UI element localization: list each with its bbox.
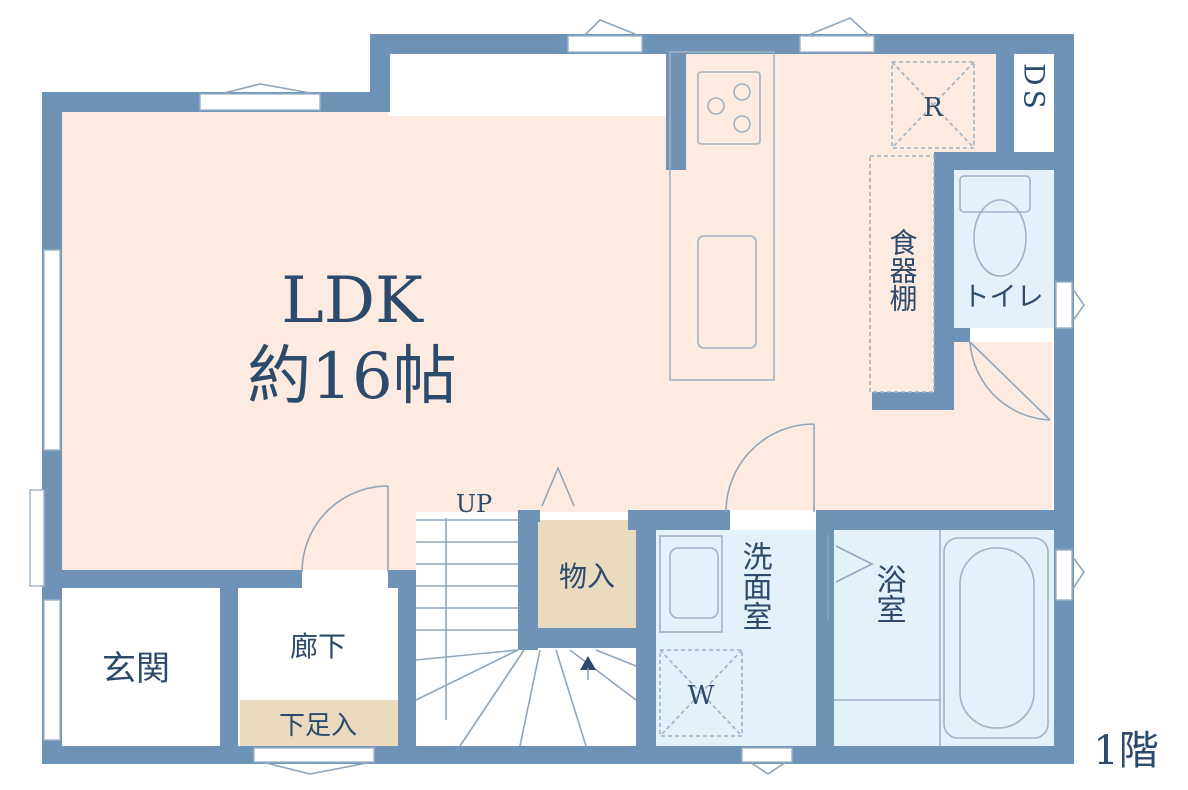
washroom-fixtures — [659, 535, 743, 737]
stairs-up-label: UP — [456, 490, 492, 518]
floor-label: 1階 — [1093, 728, 1158, 774]
stair-winder — [555, 649, 587, 747]
bathtub — [943, 537, 1049, 739]
window — [741, 747, 793, 763]
window — [43, 249, 61, 451]
wall — [518, 510, 540, 522]
stair-tread — [415, 649, 519, 661]
stair-winder — [415, 649, 519, 701]
bathroom-floor — [834, 530, 1056, 746]
doors — [301, 328, 1054, 620]
shoe-storage-floor — [240, 700, 398, 746]
window — [199, 93, 321, 111]
up-arrow-triangle — [541, 465, 575, 507]
window — [567, 35, 643, 53]
wall — [518, 510, 538, 650]
window — [799, 35, 875, 53]
wall — [816, 510, 1056, 530]
burner — [707, 97, 725, 115]
bathtub-inner — [959, 547, 1035, 729]
washroom-floor — [656, 530, 816, 746]
window — [43, 599, 61, 741]
labels: LDK 約16帖 玄関 廊下 下足入 物入 UP 洗面室 浴室 食器棚 トイレ … — [102, 63, 1159, 774]
bath-fixtures — [834, 530, 1049, 746]
washer-cross — [659, 649, 743, 737]
cupboard — [869, 155, 935, 393]
wall — [1054, 34, 1074, 764]
burner — [733, 83, 751, 101]
window — [29, 489, 45, 587]
kitchen — [669, 51, 975, 393]
bath-door-marker — [835, 545, 874, 583]
toilet-floor — [954, 170, 1054, 330]
door-opening — [970, 328, 1054, 342]
door-swing — [969, 341, 1051, 421]
wall — [666, 34, 686, 170]
door-swing — [301, 485, 389, 573]
door-opening — [730, 510, 816, 530]
window-marker — [1071, 287, 1085, 323]
windows — [29, 17, 1085, 775]
wall — [370, 34, 1074, 54]
fridge-cross — [891, 61, 975, 149]
wall — [518, 628, 656, 648]
window-marker — [1071, 555, 1085, 591]
wall — [42, 746, 1074, 764]
window-marker — [261, 761, 373, 775]
wall — [636, 510, 656, 760]
bathroom-label: 浴室 — [871, 564, 906, 624]
ldk-floor — [62, 52, 1052, 570]
toilet-fixture — [959, 175, 1031, 277]
wall — [42, 570, 302, 588]
window — [1055, 281, 1073, 329]
toilet-label: トイレ — [963, 282, 1044, 313]
window-marker — [749, 761, 787, 775]
wall — [816, 510, 834, 760]
vanity-basin — [669, 547, 719, 619]
window-marker — [583, 19, 641, 37]
door-swing — [725, 423, 815, 513]
window-marker — [219, 83, 317, 95]
ldk-size-label: 約16帖 — [247, 340, 456, 414]
wall — [934, 152, 1054, 170]
washroom-label: 洗面室 — [737, 541, 772, 631]
wall — [398, 570, 416, 760]
burner — [733, 115, 751, 133]
genkan-floor — [50, 588, 220, 746]
cupboard-label: 食器棚 — [886, 228, 919, 312]
door-opening — [302, 570, 388, 588]
stove-top — [697, 71, 761, 145]
storage-label: 物入 — [559, 560, 615, 593]
wall — [934, 152, 954, 410]
kitchen-counter-back — [388, 52, 668, 114]
toilet-bowl — [973, 199, 1027, 277]
stair-winder — [519, 649, 541, 747]
vanity — [659, 535, 723, 633]
window — [1055, 549, 1073, 601]
corridor-label: 廊下 — [290, 630, 346, 663]
storage-floor — [538, 520, 636, 628]
stair-winder — [569, 649, 637, 701]
ds-label: DS — [1018, 63, 1051, 113]
shoe-storage-label: 下足入 — [279, 711, 357, 741]
genkan-label: 玄関 — [102, 649, 170, 689]
refrigerator-label: R — [923, 93, 944, 123]
ldk-label: LDK — [281, 264, 424, 338]
door-leaf — [969, 341, 1051, 421]
toilet-tank — [959, 175, 1031, 213]
wall — [872, 392, 954, 410]
washer-label: W — [688, 681, 715, 711]
window — [253, 747, 375, 763]
sink — [697, 235, 757, 349]
stair-winder — [459, 649, 525, 747]
stair-arrow-head — [580, 656, 596, 670]
stairs — [415, 465, 637, 747]
kitchen-island — [669, 51, 775, 381]
stair-winder — [595, 649, 637, 667]
window-marker — [805, 17, 871, 37]
wall — [220, 588, 238, 748]
wall — [996, 34, 1014, 154]
ds-floor — [1014, 52, 1054, 152]
